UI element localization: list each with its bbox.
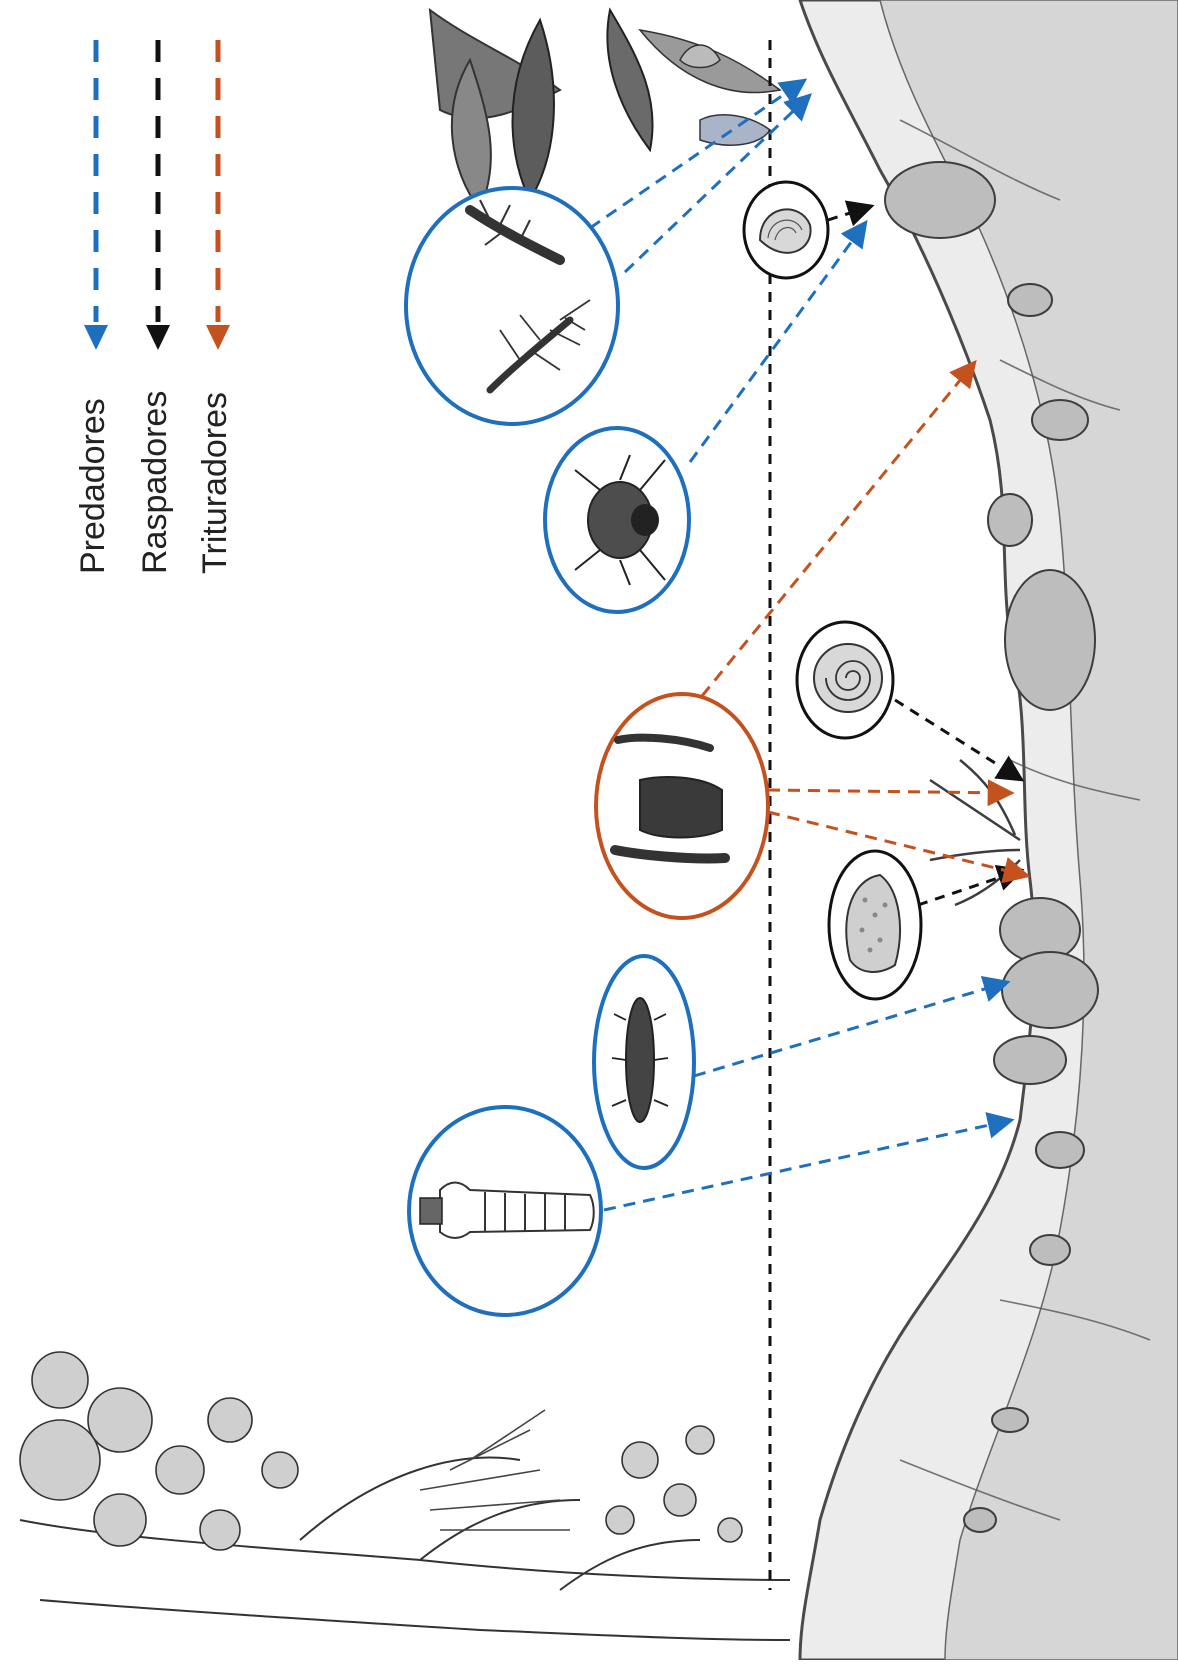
legend-predators-arrow-icon [84, 40, 108, 350]
aquatic-plant-icon [20, 1352, 790, 1640]
legend-shredders-arrow-icon [206, 40, 230, 350]
legend-label-trituradores: Trituradores [196, 392, 235, 574]
bivalve-icon [744, 182, 828, 278]
water-beetle-icon [545, 428, 689, 612]
legend-scrapers-arrow-icon [146, 40, 170, 350]
leaf-litter-icon [596, 694, 768, 918]
insect-larva-icon [406, 188, 618, 424]
insect-larva-icon [594, 956, 694, 1168]
snail-shell-icon [797, 622, 893, 738]
insect-larva-icon [409, 1107, 601, 1315]
limpet-icon [829, 851, 921, 999]
stream-bank-illustration-icon [800, 0, 1178, 1660]
legend-label-predadores: Predadores [74, 398, 113, 574]
legend-label-raspadores: Raspadores [136, 391, 175, 574]
aquatic-plant-icon [430, 10, 780, 210]
